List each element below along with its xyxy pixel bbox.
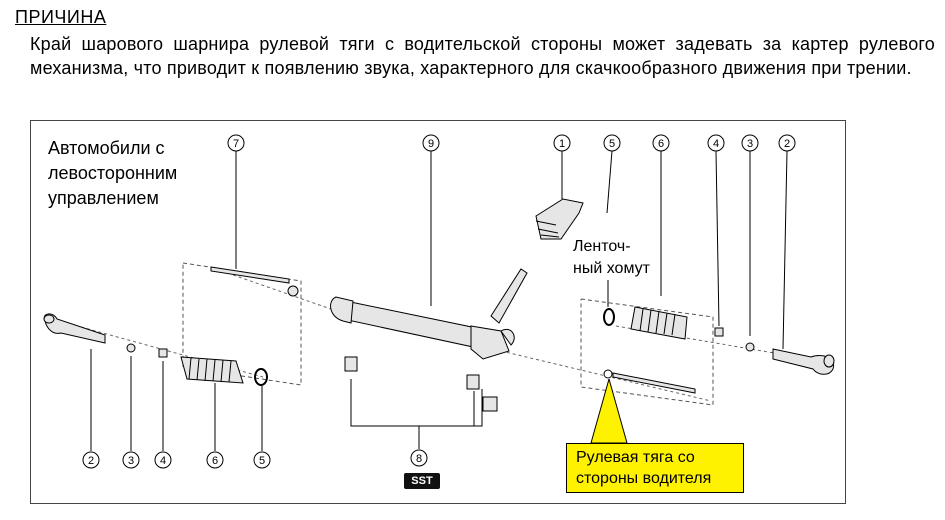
callout-top-7: 3	[747, 138, 753, 150]
callout-top-4: 5	[609, 138, 615, 150]
callout-top-3: 1	[559, 138, 565, 150]
left-tie-rod	[210, 266, 299, 297]
left-clip	[158, 348, 168, 358]
band-clamp-label: Ленточ- ный хомут	[571, 236, 652, 280]
left-clamp	[254, 368, 268, 386]
callout-bottom-1: 2	[88, 455, 94, 467]
bushing-3	[482, 396, 498, 412]
left-nut	[126, 343, 136, 353]
sst-badge: SST	[404, 473, 440, 489]
exploded-view-drawing: 7 9 1 5 6 4 3 2 2 3 4 6 5 8	[43, 134, 835, 469]
callout-bottom-5: 5	[259, 455, 265, 467]
vehicle-type-label: Автомобили с левосторонним управлением	[48, 138, 178, 208]
right-band-clamp	[603, 308, 615, 326]
right-tie-rod-end	[772, 348, 835, 375]
driver-tie-rod-callout: Рулевая тяга со стороны водителя	[566, 443, 744, 493]
callout-top-6: 4	[713, 138, 719, 150]
callout-bottom-6: 8	[416, 453, 422, 465]
bushing-1	[344, 356, 358, 372]
driver-tie-rod	[603, 369, 696, 394]
right-nut	[745, 342, 755, 352]
callout-bottom-3: 4	[160, 455, 166, 467]
callout-top-5: 6	[658, 138, 664, 150]
right-boot	[630, 306, 688, 340]
callout-top-8: 2	[784, 138, 790, 150]
bushing-2	[466, 374, 480, 390]
right-clip	[714, 327, 724, 337]
steering-rack-diagram: 7 9 1 5 6 4 3 2 2 3 4 6 5 8 Автомобили с…	[30, 120, 846, 504]
section-heading: ПРИЧИНА	[15, 7, 107, 27]
callout-bottom-4: 6	[212, 455, 218, 467]
left-tie-rod-end	[43, 313, 106, 344]
cause-description: Край шарового шарнира рулевой тяги с вод…	[30, 34, 935, 78]
callout-top-2: 9	[428, 138, 434, 150]
steering-rack-housing	[330, 198, 584, 360]
left-boot	[180, 356, 244, 384]
callout-top-1: 7	[233, 138, 239, 150]
callout-bottom-2: 3	[128, 455, 134, 467]
